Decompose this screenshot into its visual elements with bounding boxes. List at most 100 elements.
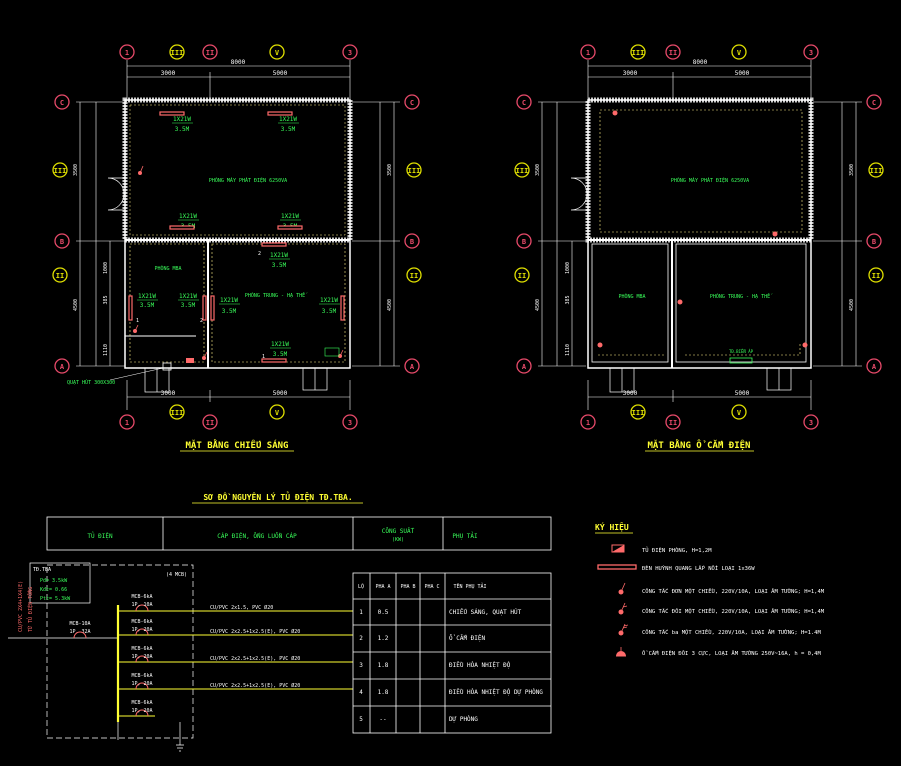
svg-text:5: 5: [359, 716, 363, 723]
svg-text:1.2: 1.2: [378, 635, 389, 642]
svg-text:CU/PVC 2x2.5+1x2.5(E), PVC Ø20: CU/PVC 2x2.5+1x2.5(E), PVC Ø20: [210, 628, 300, 635]
svg-text:1110: 1110: [103, 344, 109, 356]
svg-text:3: 3: [348, 49, 352, 57]
schematic-title: SƠ ĐỒ NGUYÊN LÝ TỦ ĐIỆN TĐ.TBA.: [203, 491, 352, 502]
lighting-plan: 1 III II V 3 8000 3000 5000 C III: [52, 44, 422, 452]
svg-text:3.5M: 3.5M: [273, 351, 288, 358]
svg-text:Kđt= 0.66: Kđt= 0.66: [40, 587, 67, 593]
svg-text:1.8: 1.8: [378, 689, 389, 696]
svg-text:3.5M: 3.5M: [281, 126, 296, 133]
svg-text:1P, 20A: 1P, 20A: [131, 627, 152, 633]
svg-text:(KW): (KW): [392, 537, 404, 543]
svg-text:MCB-6kA: MCB-6kA: [131, 646, 152, 652]
svg-text:4500: 4500: [849, 299, 855, 311]
svg-text:II: II: [56, 272, 64, 280]
svg-text:II: II: [669, 419, 677, 427]
svg-text:1X21W: 1X21W: [173, 116, 191, 123]
svg-text:C: C: [60, 99, 64, 107]
svg-text:III: III: [171, 49, 184, 57]
svg-text:1: 1: [359, 609, 363, 616]
svg-text:III: III: [632, 409, 645, 417]
svg-text:2: 2: [359, 635, 363, 642]
svg-text:4500: 4500: [535, 299, 541, 311]
svg-text:A: A: [410, 363, 415, 371]
svg-text:8000: 8000: [693, 59, 708, 66]
single-switch-icon: [618, 582, 626, 595]
dim-b: 5000: [273, 70, 288, 77]
socket-plan: 1 III II V 3 8000 3000 5000 C III B: [514, 44, 884, 452]
svg-text:(4 MCB): (4 MCB): [166, 572, 187, 578]
svg-text:4: 4: [359, 689, 363, 696]
walls: [122, 97, 353, 369]
svg-text:3.5M: 3.5M: [175, 126, 190, 133]
svg-text:CU/PVC 2x1.5, PVC Ø20: CU/PVC 2x1.5, PVC Ø20: [210, 604, 273, 611]
svg-text:CU/PVC 2X4+1X4(E): CU/PVC 2X4+1X4(E): [18, 581, 24, 632]
svg-text:3.5M: 3.5M: [140, 302, 155, 309]
svg-text:1: 1: [586, 49, 590, 57]
svg-text:3000: 3000: [623, 390, 638, 397]
svg-text:C: C: [872, 99, 876, 107]
svg-text:3: 3: [348, 419, 352, 427]
svg-text:3000: 3000: [623, 70, 638, 77]
svg-text:1X21W: 1X21W: [138, 293, 156, 300]
switch-symbols: [133, 165, 344, 363]
svg-text:1X21W: 1X21W: [270, 252, 288, 259]
fan-label: QUẠT HÚT 300X300: [67, 379, 115, 386]
svg-text:5000: 5000: [735, 70, 750, 77]
svg-text:PHỤ TẢI: PHỤ TẢI: [452, 532, 478, 540]
svg-text:A: A: [60, 363, 65, 371]
svg-text:II: II: [518, 272, 526, 280]
svg-text:3500: 3500: [73, 164, 79, 176]
svg-text:1000: 1000: [103, 262, 109, 274]
svg-text:C: C: [522, 99, 526, 107]
svg-text:1.8: 1.8: [378, 662, 389, 669]
svg-text:B: B: [60, 238, 64, 246]
svg-text:1: 1: [586, 419, 590, 427]
svg-text:MCB-6kA: MCB-6kA: [131, 619, 152, 625]
svg-text:Pđ= 3.5kW: Pđ= 3.5kW: [40, 578, 68, 584]
svg-text:TỦ ĐIỆN PHÒNG, H=1,2M: TỦ ĐIỆN PHÒNG, H=1,2M: [642, 546, 712, 554]
svg-text:1X21W: 1X21W: [279, 116, 297, 123]
svg-text:5000: 5000: [273, 390, 288, 397]
svg-text:3500: 3500: [535, 164, 541, 176]
svg-text:V: V: [275, 409, 280, 417]
svg-text:LỘ: LỘ: [358, 582, 364, 590]
svg-text:TỪ TỦ ĐIỆN TỔNG: TỪ TỦ ĐIỆN TỔNG: [26, 587, 34, 632]
svg-text:3.5M: 3.5M: [322, 308, 337, 315]
svg-text:II: II: [206, 419, 214, 427]
svg-text:TĐ.TBA: TĐ.TBA: [33, 567, 51, 573]
svg-text:2: 2: [258, 251, 261, 257]
svg-text:3.5M: 3.5M: [181, 302, 196, 309]
svg-text:CÔNG TẮC ĐÔI MỘT CHIỀU, 220V/1: CÔNG TẮC ĐÔI MỘT CHIỀU, 220V/10A, LOẠI Â…: [642, 607, 825, 615]
svg-text:2: 2: [200, 318, 203, 324]
svg-text:1P, 20A: 1P, 20A: [131, 708, 152, 714]
svg-text:1: 1: [136, 318, 139, 324]
room-switchgear: PHÒNG TRUNG - HẠ THẾ: [245, 291, 308, 299]
svg-text:CHIẾU SÁNG, QUẠT HÚT: CHIẾU SÁNG, QUẠT HÚT: [449, 608, 522, 616]
panel-icon: [611, 544, 625, 553]
svg-text:1000: 1000: [565, 262, 571, 274]
svg-text:Ptt= 5.3kW: Ptt= 5.3kW: [40, 596, 71, 602]
svg-text:1: 1: [262, 354, 265, 360]
svg-text:III: III: [516, 167, 529, 175]
svg-text:3500: 3500: [849, 164, 855, 176]
svg-text:PHÒNG MÁY PHÁT ĐIỆN 6250VA: PHÒNG MÁY PHÁT ĐIỆN 6250VA: [671, 176, 749, 184]
svg-text:V: V: [275, 49, 280, 57]
svg-text:CU/PVC 2x2.5+1x2.5(E), PVC Ø20: CU/PVC 2x2.5+1x2.5(E), PVC Ø20: [210, 655, 300, 662]
svg-text:--: --: [379, 716, 386, 723]
svg-text:PHÒNG MBA: PHÒNG MBA: [618, 293, 645, 300]
svg-text:0.5: 0.5: [378, 609, 389, 616]
svg-text:II: II: [206, 49, 214, 57]
svg-text:ĐÈN HUỲNH QUANG LẮP NỔI LOẠI 1: ĐÈN HUỲNH QUANG LẮP NỔI LOẠI 1x36W: [642, 564, 755, 572]
svg-text:III: III: [54, 167, 67, 175]
svg-text:ĐIỀU HÒA NHIỆT ĐỘ: ĐIỀU HÒA NHIỆT ĐỘ: [449, 661, 511, 669]
svg-text:C: C: [410, 99, 414, 107]
svg-text:II: II: [410, 272, 418, 280]
svg-text:4500: 4500: [387, 299, 393, 311]
svg-text:III: III: [408, 167, 421, 175]
svg-text:TỦ ĐIỆN: TỦ ĐIỆN: [87, 532, 113, 540]
svg-text:PHA B: PHA B: [400, 584, 415, 590]
fluorescent-lamp-icon: [597, 564, 637, 570]
svg-text:1X21W: 1X21W: [281, 213, 299, 220]
svg-text:PHÒNG TRUNG - HẠ THẾ: PHÒNG TRUNG - HẠ THẾ: [710, 292, 773, 300]
